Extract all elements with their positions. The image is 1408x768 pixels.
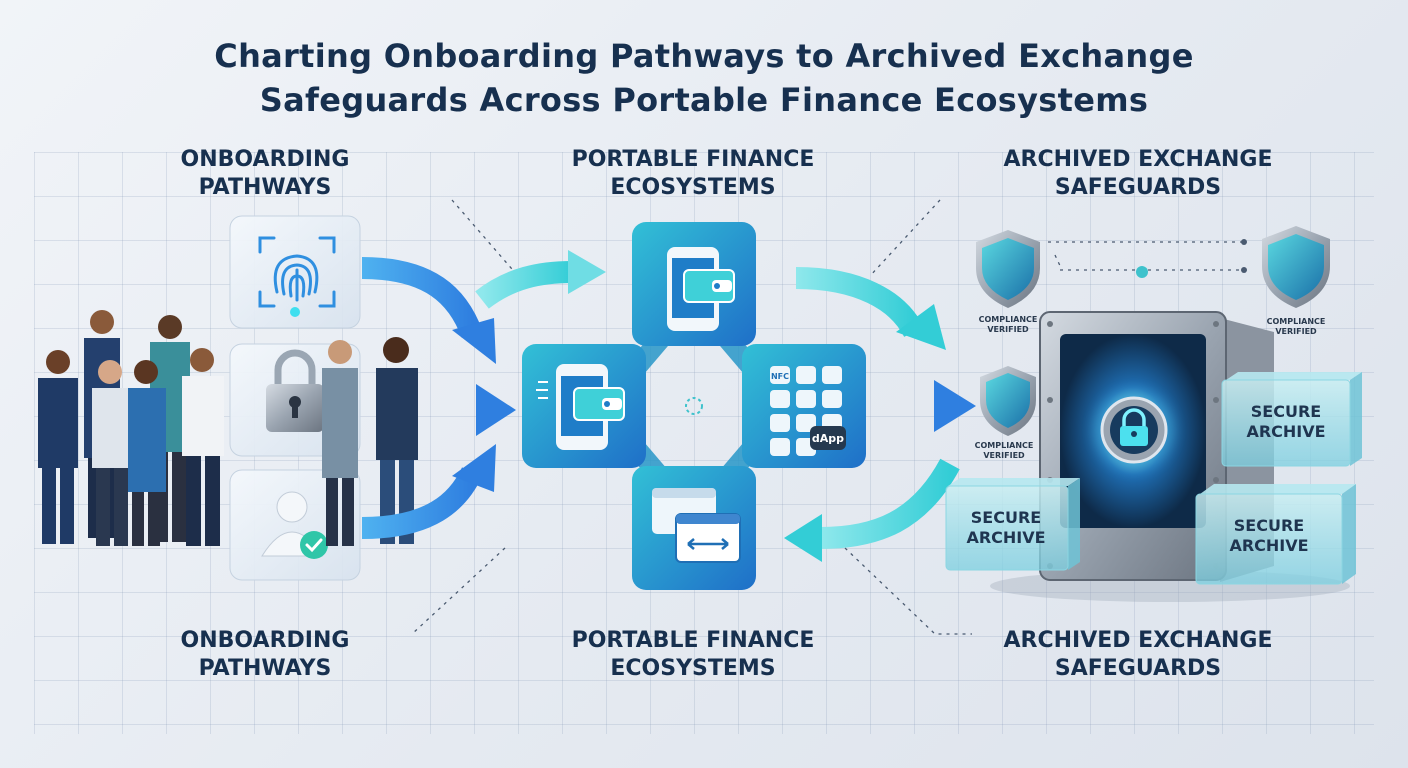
vault-lock-icon xyxy=(1120,408,1148,446)
svg-text:COMPLIANCE: COMPLIANCE xyxy=(1267,317,1326,326)
svg-text:ARCHIVE: ARCHIVE xyxy=(1229,536,1308,555)
secure-archive-box-left: SECURE ARCHIVE xyxy=(945,478,1080,571)
ecosystem-tile-bottom xyxy=(632,466,756,590)
secure-archive-box-bottom-right: SECURE ARCHIVE xyxy=(1195,484,1356,585)
shield-top-right: COMPLIANCE VERIFIED xyxy=(1262,226,1330,336)
fingerprint-icon xyxy=(258,236,336,308)
shield-top-left: COMPLIANCE VERIFIED xyxy=(976,230,1040,334)
dotted-connectors xyxy=(411,199,1244,635)
page-title: Charting Onboarding Pathways to Archived… xyxy=(0,34,1408,122)
dapp-keypad-icon: NFC dApp xyxy=(770,366,846,456)
person xyxy=(92,360,130,546)
svg-text:VERIFIED: VERIFIED xyxy=(1275,327,1317,336)
safeguards-label-top: ARCHIVED EXCHANGE SAFEGUARDS xyxy=(1003,147,1273,200)
connector-dots xyxy=(1136,239,1247,278)
ecosystems-label-bottom: PORTABLE FINANCE ECOSYSTEMS xyxy=(571,628,815,681)
safeguard-arrows xyxy=(784,267,976,562)
phone-wallet-icon xyxy=(536,364,625,450)
ecosystems-label-top: PORTABLE FINANCE ECOSYSTEMS xyxy=(571,147,815,200)
onboarding-card-user xyxy=(229,469,361,581)
person xyxy=(128,360,166,546)
onboarding-label-bottom: ONBOARDING PATHWAYS xyxy=(180,628,350,681)
svg-text:ARCHIVE: ARCHIVE xyxy=(1246,422,1325,441)
secure-archive-box-right: SECURE ARCHIVE xyxy=(1221,372,1362,467)
svg-text:VERIFIED: VERIFIED xyxy=(987,325,1029,334)
svg-text:COMPLIANCE: COMPLIANCE xyxy=(975,441,1034,450)
title-line-2: Safeguards Across Portable Finance Ecosy… xyxy=(259,81,1149,119)
onboarding-arrows xyxy=(361,250,606,539)
svg-text:SECURE: SECURE xyxy=(1234,516,1304,535)
onboarding-label-top: ONBOARDING PATHWAYS xyxy=(180,147,350,200)
person xyxy=(38,350,78,544)
padlock-icon xyxy=(266,349,324,432)
svg-text:ARCHIVE: ARCHIVE xyxy=(966,528,1045,547)
people-group xyxy=(38,310,418,546)
browser-exchange-icon xyxy=(652,488,741,563)
svg-text:VERIFIED: VERIFIED xyxy=(983,451,1025,460)
shield-middle-left: COMPLIANCE VERIFIED xyxy=(975,366,1036,460)
svg-text:SECURE: SECURE xyxy=(971,508,1041,527)
svg-text:SECURE: SECURE xyxy=(1251,402,1321,421)
ecosystem-tile-left xyxy=(522,344,646,468)
safeguards-label-bottom: ARCHIVED EXCHANGE SAFEGUARDS xyxy=(1003,628,1273,681)
dapp-key-label: dApp xyxy=(812,432,844,445)
compliance-text: COMPLIANCE VERIFIED xyxy=(975,441,1034,460)
person xyxy=(182,348,224,546)
user-verified-icon xyxy=(261,491,328,559)
compliance-text: COMPLIANCE VERIFIED xyxy=(1267,317,1326,336)
svg-text:COMPLIANCE: COMPLIANCE xyxy=(979,315,1038,324)
ecosystem-tile-top xyxy=(632,222,756,346)
onboarding-card-fingerprint xyxy=(229,215,361,329)
phone-wallet-icon xyxy=(667,247,735,331)
title-line-1: Charting Onboarding Pathways to Archived… xyxy=(214,37,1194,75)
person xyxy=(322,340,358,546)
compliance-text: COMPLIANCE VERIFIED xyxy=(979,315,1038,334)
ecosystem-tile-right: NFC dApp xyxy=(742,344,866,468)
nfc-key-label: NFC xyxy=(771,372,789,381)
